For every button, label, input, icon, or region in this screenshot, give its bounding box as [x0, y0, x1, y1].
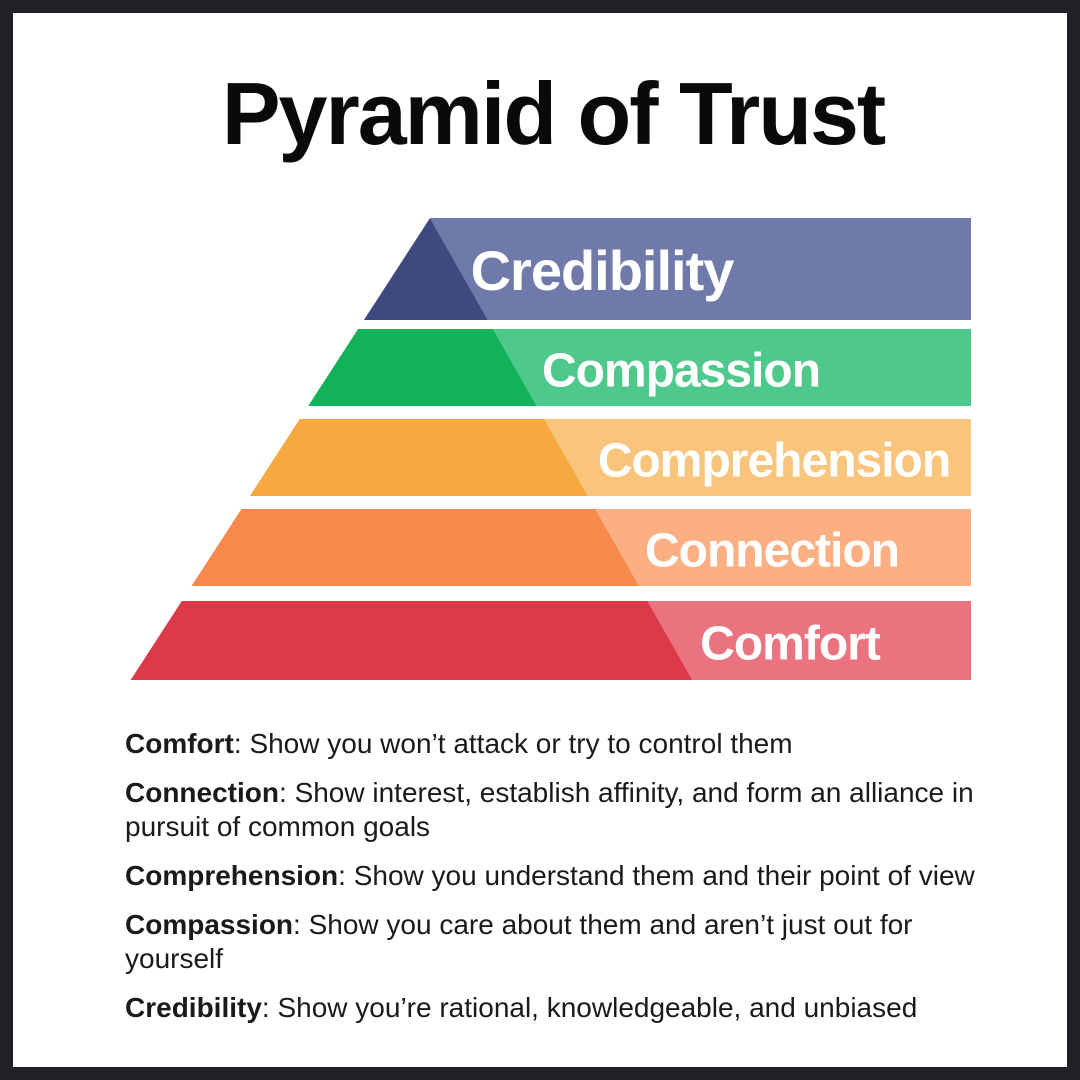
- description-text: Show you understand them and their point…: [353, 860, 975, 891]
- description-connection: Connection: Show interest, establish aff…: [125, 776, 1055, 844]
- pyramid-layer-credibility-dark: [363, 218, 488, 320]
- pyramid-layer-comfort-dark: [130, 601, 693, 680]
- description-separator: :: [293, 909, 309, 940]
- pyramid-label-comfort: Comfort: [700, 617, 881, 670]
- description-separator: :: [338, 860, 354, 891]
- description-comprehension: Comprehension: Show you understand them …: [125, 859, 1055, 893]
- description-term: Comprehension: [125, 860, 339, 891]
- description-comfort: Comfort: Show you won’t attack or try to…: [125, 727, 1055, 761]
- descriptions-list: Comfort: Show you won’t attack or try to…: [125, 727, 1055, 1040]
- description-separator: :: [233, 728, 250, 759]
- pyramid-layer-comprehension-band: [544, 419, 971, 496]
- pyramid-label-connection: Connection: [645, 524, 899, 577]
- pyramid-layer-comfort-band: [647, 601, 971, 680]
- description-term: Credibility: [125, 992, 262, 1023]
- description-compassion: Compassion: Show you care about them and…: [125, 908, 1055, 976]
- pyramid-layer-compassion-band: [493, 329, 971, 406]
- description-term: Compassion: [125, 909, 294, 940]
- pyramid-diagram: CredibilityCompassionComprehensionConnec…: [130, 218, 971, 680]
- pyramid-label-comprehension: Comprehension: [598, 434, 950, 487]
- description-text: Show you won’t attack or try to control …: [249, 728, 793, 759]
- pyramid-label-compassion: Compassion: [542, 344, 820, 397]
- pyramid-layer-connection-dark: [191, 509, 640, 586]
- pyramid-layer-comprehension-dark: [249, 419, 588, 496]
- description-term: Comfort: [125, 728, 234, 759]
- pyramid-layer-connection-band: [595, 509, 971, 586]
- description-text: Show you’re rational, knowledgeable, and…: [277, 992, 918, 1023]
- pyramid-label-credibility: Credibility: [471, 239, 735, 302]
- page-title: Pyramid of Trust: [221, 64, 886, 163]
- description-separator: :: [261, 992, 278, 1023]
- description-text: Show interest, establish affinity, and f…: [125, 777, 974, 842]
- description-separator: :: [279, 777, 295, 808]
- description-term: Connection: [125, 777, 279, 808]
- pyramid-layer-compassion-dark: [308, 329, 537, 406]
- description-credibility: Credibility: Show you’re rational, knowl…: [125, 991, 1055, 1025]
- pyramid-layer-credibility-band: [430, 218, 971, 320]
- description-text: Show you care about them and aren’t just…: [125, 909, 913, 974]
